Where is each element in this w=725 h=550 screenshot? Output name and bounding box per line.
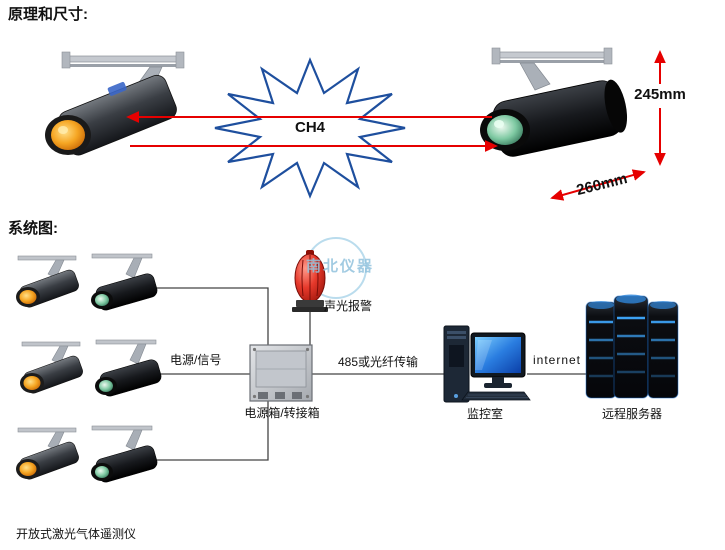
server-rack-icon [585,294,679,399]
laser-transmitter-icon [45,51,185,156]
width-dimension-arrow [550,169,646,201]
computer-icon [443,325,531,403]
device-pair-2 [19,339,164,399]
alarm-beacon-icon [292,250,328,312]
section-title-system: 系统图: [8,220,58,237]
monitor-icon [470,332,526,388]
gas-label: CH4 [294,119,325,136]
watermark-text: 南北仪器 [306,258,375,275]
junction-box-icon [249,344,313,402]
junction-box-label: 电源箱/转接箱 [244,406,320,420]
section-title-principle: 原理和尺寸: [8,6,88,23]
keyboard-icon [461,391,531,401]
wiring-lines [152,287,586,461]
device-pair-3 [15,425,160,485]
device-name-label: 开放式激光气体遥测仪 [16,527,137,541]
transmission-label: 485或光纤传输 [337,355,419,369]
internet-label: internet [532,353,582,367]
device-pair-1 [15,253,160,313]
monitor-room-label: 监控室 [466,407,503,421]
laser-beam-arrows [126,111,498,152]
power-signal-label: 电源/信号 [170,353,222,367]
laser-receiver-icon [480,47,628,157]
gas-cloud-starburst [214,57,406,199]
height-dimension-label: 245mm [634,86,686,103]
desktop-tower-icon [443,325,470,403]
remote-server-label: 远程服务器 [601,407,662,421]
alarm-label: 声光报警 [324,299,373,313]
